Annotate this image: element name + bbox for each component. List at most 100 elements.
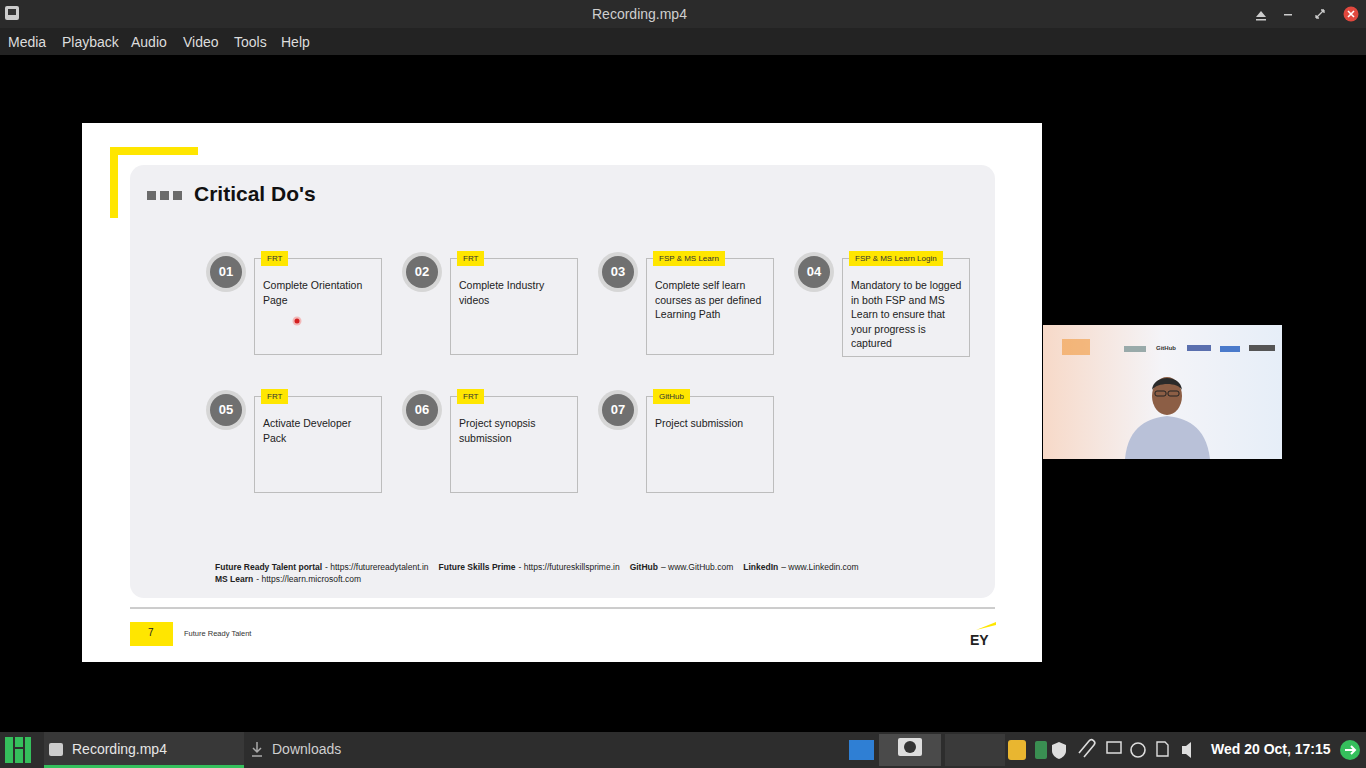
taskbar <box>0 732 1366 768</box>
volume-icon <box>1182 742 1191 758</box>
ey-slash <box>976 622 996 630</box>
category-tag: FSP & MS Learn <box>653 251 725 266</box>
logo <box>1249 345 1275 351</box>
step-number: 07 <box>602 394 634 426</box>
menu-item: Video <box>183 34 219 50</box>
step-text: Complete self learn courses as per defin… <box>655 278 769 322</box>
link-name: Future Skills Prime <box>439 562 516 572</box>
link-url: - https://learn.microsoft.com <box>256 574 361 584</box>
step-card: 01 FRT Complete Orientation Page <box>206 251 382 355</box>
link-name: MS Learn <box>215 574 253 584</box>
menu-bar <box>0 28 1366 55</box>
workspace-preview <box>945 734 1005 766</box>
task-label: Downloads <box>272 741 341 757</box>
workspace-preview <box>849 740 874 760</box>
link-url: - https://futurereadytalent.in <box>325 562 428 572</box>
workspace-preview <box>879 734 941 766</box>
task-icon <box>49 743 63 756</box>
clock-icon <box>1131 743 1145 757</box>
step-number: 01 <box>210 256 242 288</box>
logout-icon <box>1345 746 1355 754</box>
glasses <box>1168 391 1179 396</box>
logo <box>1187 345 1211 351</box>
title-square <box>147 191 156 200</box>
step-card: 02 FRT Complete Industry videos <box>402 251 578 355</box>
download-icon <box>252 742 262 756</box>
page-number-box <box>130 622 173 646</box>
task-button <box>44 732 244 768</box>
link-name: LinkedIn <box>743 562 778 572</box>
step-text: Complete Industry videos <box>459 278 573 307</box>
video-area <box>0 55 1366 732</box>
close-button <box>1344 7 1359 22</box>
number-circle: 04 <box>794 252 834 292</box>
card-outline <box>646 258 774 355</box>
category-tag: FRT <box>261 251 288 266</box>
logo <box>1220 346 1240 352</box>
number-circle: 02 <box>402 252 442 292</box>
corner-bracket <box>114 151 198 218</box>
link-url: – www.GitHub.com <box>661 562 733 572</box>
footer-text: Future Ready Talent <box>184 629 251 638</box>
step-number: 03 <box>602 256 634 288</box>
step-number: 05 <box>210 394 242 426</box>
card-outline <box>254 258 382 355</box>
logo <box>1124 346 1146 352</box>
step-text: Project submission <box>655 416 769 431</box>
task-underline <box>44 765 244 768</box>
footer-links: Future Ready Talent portal- https://futu… <box>215 561 955 585</box>
webcam-logo: GitHub <box>1156 345 1176 351</box>
webcam-overlay <box>1043 325 1282 459</box>
person-shirt <box>1125 416 1210 459</box>
step-card: 07 GitHubProject submission <box>598 389 774 493</box>
category-tag: GitHub <box>653 389 690 404</box>
step-card: 05FRTActivate Developer Pack <box>206 389 382 493</box>
title-square <box>173 191 182 200</box>
menu-item: Audio <box>131 34 167 50</box>
menu-item: Media <box>8 34 46 50</box>
number-circle: 05 <box>206 390 246 430</box>
close-icon <box>1348 11 1354 17</box>
number-circle: 03 <box>598 252 638 292</box>
card-outline <box>254 396 382 493</box>
link-name: GitHub <box>630 562 658 572</box>
number-circle: 01 <box>206 252 246 292</box>
player-icon <box>904 741 916 753</box>
step-number: 06 <box>406 394 438 426</box>
step-text: Project synopsis submission <box>459 416 573 445</box>
ey-logo: EY <box>970 632 989 648</box>
footer-rule <box>130 608 995 609</box>
card-outline <box>646 396 774 493</box>
player-icon <box>898 738 922 756</box>
title-bar <box>0 0 1366 28</box>
cursor-dot <box>295 319 300 324</box>
notify-icon <box>1157 742 1168 756</box>
maximize-icon <box>1316 10 1324 18</box>
app-icon <box>8 9 16 15</box>
slide <box>82 123 1042 662</box>
card-outline <box>450 396 578 493</box>
shield-icon <box>1052 742 1066 759</box>
link-url: – www.Linkedin.com <box>781 562 858 572</box>
task-label: Recording.mp4 <box>72 741 167 757</box>
person-hair <box>1152 378 1182 390</box>
slide-title: Critical Do's <box>194 182 316 206</box>
step-card: 03 FSP & MS LearnComplete self learn cour… <box>598 251 774 355</box>
link-url: - https://futureskillsprime.in <box>519 562 620 572</box>
logo <box>1062 339 1090 355</box>
step-text: Complete Orientation Page <box>263 278 377 307</box>
minimize-icon <box>1284 14 1292 16</box>
slide-panel <box>130 165 995 598</box>
title-square <box>160 191 169 200</box>
app-icon <box>5 6 19 20</box>
page-number: 7 <box>148 627 154 638</box>
step-number: 02 <box>406 256 438 288</box>
step-text: Activate Developer Pack <box>263 416 377 445</box>
clock: Wed 20 Oct, 17:15 <box>1211 741 1331 757</box>
card-outline <box>450 258 578 355</box>
person-head <box>1152 377 1182 415</box>
step-card: 04FSP & MS Learn LoginMandatory to be lo… <box>794 251 970 357</box>
category-tag: FRT <box>457 389 484 404</box>
step-number: 04 <box>798 256 830 288</box>
category-tag: FRT <box>457 251 484 266</box>
